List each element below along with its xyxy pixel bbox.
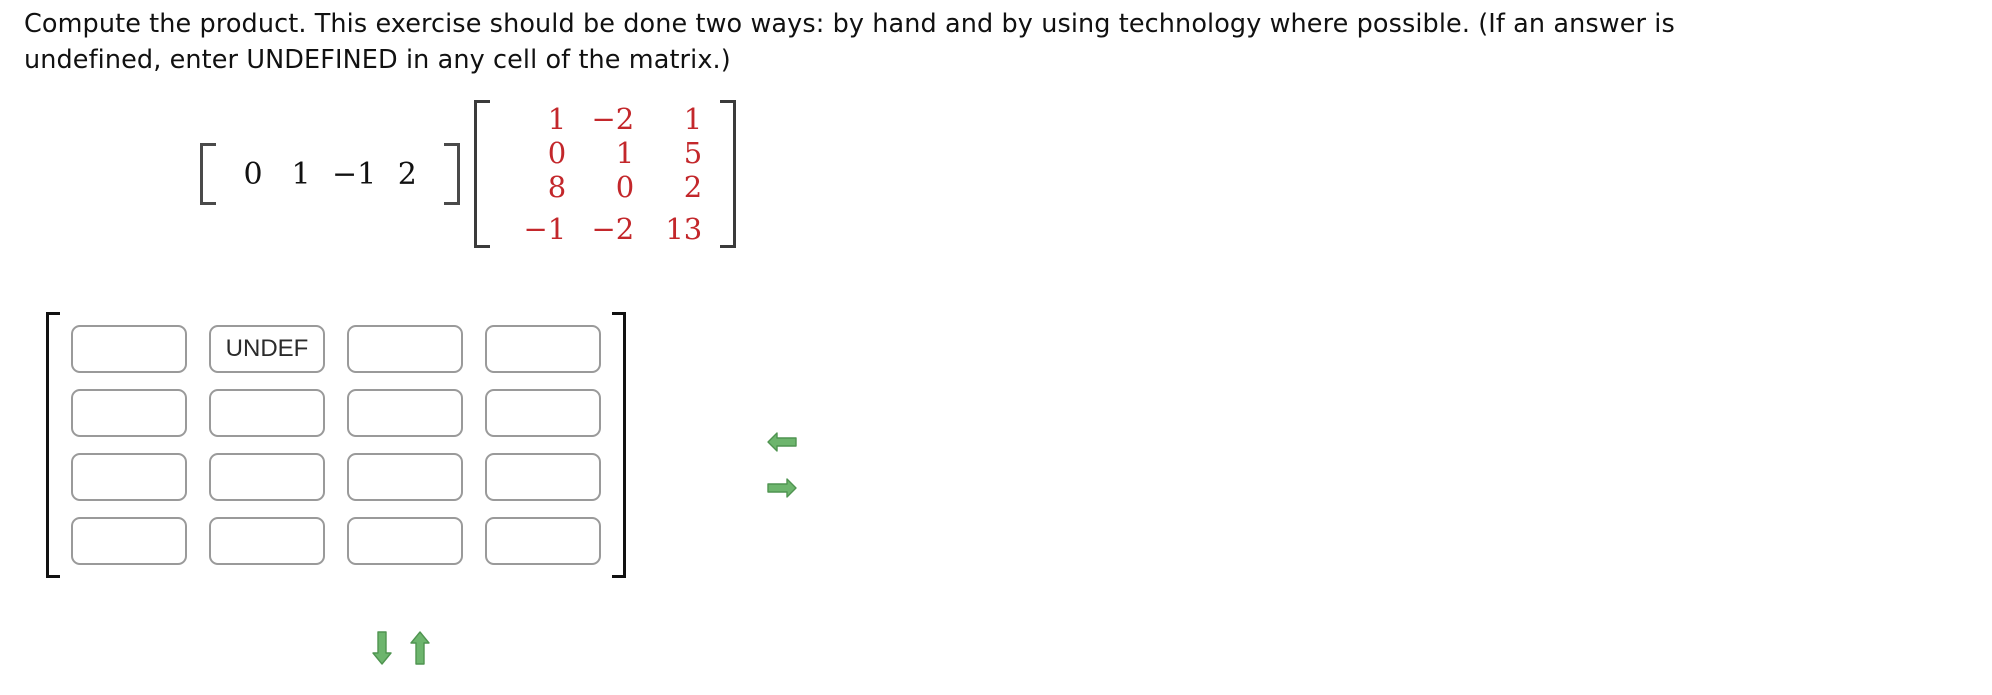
row-size-controls [370,630,432,666]
row-vector-values: 0 1 −1 2 [216,143,444,205]
answer-matrix: UNDEF [46,312,626,578]
answer-cell-r3c3[interactable] [347,453,463,501]
red-matrix-cell: 1 [615,136,635,170]
row-vector-right-bracket [444,143,461,205]
red-matrix-left-bracket [474,100,491,248]
red-matrix-cell: 5 [683,136,703,170]
row-vector-cell: 1 [291,156,311,192]
answer-cell-r1c3[interactable] [347,325,463,373]
red-matrix: 1 −2 1 0 1 5 8 0 2 −1 −2 13 [474,100,737,248]
instructions-line-1: Compute the product. This exercise shoul… [24,9,1675,39]
red-matrix-cell: 2 [683,170,703,204]
arrow-left-icon[interactable] [766,428,798,456]
answer-cell-r2c3[interactable] [347,389,463,437]
row-vector-matrix: 0 1 −1 2 [200,143,461,205]
column-size-controls [766,428,798,502]
answer-cell-r4c1[interactable] [71,517,187,565]
answer-matrix-row [71,517,601,565]
answer-cell-r3c2[interactable] [209,453,325,501]
red-matrix-right-bracket [720,100,737,248]
red-matrix-cell: 0 [547,136,567,170]
red-matrix-values: 1 −2 1 0 1 5 8 0 2 −1 −2 13 [490,100,720,248]
row-vector-cell: 2 [397,156,417,192]
row-vector-cell: −1 [332,156,377,192]
arrow-up-icon[interactable] [408,630,432,666]
answer-cell-r2c1[interactable] [71,389,187,437]
red-matrix-cell: −2 [591,212,635,246]
answer-matrix-row [71,453,601,501]
exercise-instructions: Compute the product. This exercise shoul… [24,6,1974,78]
answer-cell-r4c2[interactable] [209,517,325,565]
answer-matrix-row [71,389,601,437]
answer-cell-r1c2[interactable]: UNDEF [209,325,325,373]
answer-matrix-right-bracket [612,312,626,578]
red-matrix-row: −1 −2 13 [504,212,708,246]
red-matrix-cell: −2 [591,102,635,136]
answer-cell-r2c2[interactable] [209,389,325,437]
row-vector-cell: 0 [243,156,263,192]
arrow-down-icon[interactable] [370,630,394,666]
answer-cell-r2c4[interactable] [485,389,601,437]
red-matrix-row: 0 1 5 [504,136,708,170]
answer-cell-r3c4[interactable] [485,453,601,501]
red-matrix-cell: 0 [615,170,635,204]
instructions-line-2: undefined, enter UNDEFINED in any cell o… [24,45,731,75]
red-matrix-cell: 1 [683,102,703,136]
answer-cell-r3c1[interactable] [71,453,187,501]
product-expression: 0 1 −1 2 1 −2 1 0 1 5 8 0 2 [200,100,737,248]
red-matrix-cell: 8 [547,170,567,204]
red-matrix-cell: 13 [665,212,703,246]
answer-cell-r4c4[interactable] [485,517,601,565]
red-matrix-cell: 1 [547,102,567,136]
answer-matrix-grid: UNDEF [60,312,612,578]
answer-cell-r4c3[interactable] [347,517,463,565]
row-vector-left-bracket [200,143,216,205]
answer-matrix-row: UNDEF [71,325,601,373]
red-matrix-row: 1 −2 1 [504,102,708,136]
arrow-right-icon[interactable] [766,474,798,502]
red-matrix-row: 8 0 2 [504,170,708,204]
answer-matrix-left-bracket [46,312,60,578]
answer-cell-r1c1[interactable] [71,325,187,373]
answer-cell-r1c4[interactable] [485,325,601,373]
red-matrix-cell: −1 [523,212,567,246]
